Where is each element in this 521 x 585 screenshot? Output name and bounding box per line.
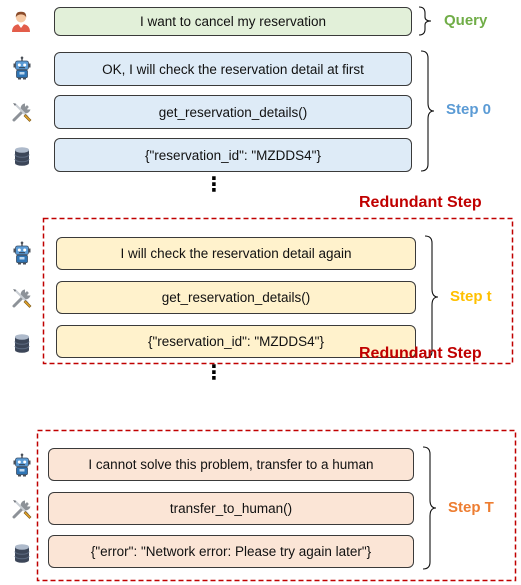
stepT-tool-result: {"error": "Network error: Please try aga… xyxy=(48,535,414,568)
step0-tool-result: {"reservation_id": "MZDDS4"} xyxy=(54,138,412,172)
stept-tool-call: get_reservation_details() xyxy=(56,281,416,314)
stepT-brace xyxy=(422,446,437,570)
stept-agent-message: I will check the reservation detail agai… xyxy=(56,237,416,270)
step0-tool-call: get_reservation_details() xyxy=(54,95,412,129)
redundant-step-box-T xyxy=(36,429,517,582)
query-message: I want to cancel my reservation xyxy=(54,7,412,36)
step0-label: Step 0 xyxy=(446,101,492,118)
query-brace xyxy=(418,6,432,36)
stepT-label: Step T xyxy=(448,499,494,516)
stept-label: Step t xyxy=(450,288,492,305)
redundant-step-tag-1: Redundant Step xyxy=(359,194,482,211)
query-label: Query xyxy=(444,12,488,29)
redundant-step-box-t xyxy=(42,217,514,365)
stept-brace xyxy=(424,235,439,359)
redundant-step-tag-2: Redundant Step xyxy=(359,345,482,362)
stepT-tool-call: transfer_to_human() xyxy=(48,492,414,525)
step0-brace xyxy=(420,50,435,172)
stepT-agent-message: I cannot solve this problem, transfer to… xyxy=(48,448,414,481)
step0-agent-message: OK, I will check the reservation detail … xyxy=(54,52,412,86)
stept-tool-result: {"reservation_id": "MZDDS4"} xyxy=(56,325,416,358)
